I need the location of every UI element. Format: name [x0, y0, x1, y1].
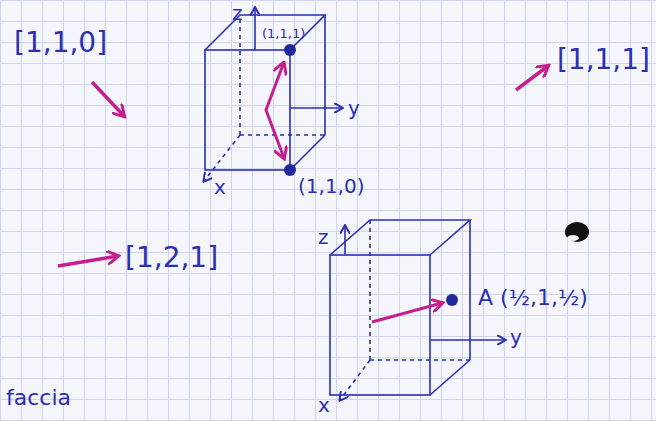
- axis-label: z: [232, 2, 243, 24]
- ink-blot: [565, 222, 589, 242]
- direction-arrow: [372, 303, 442, 322]
- unit-cell-cube: [204, 8, 342, 181]
- note: faccia: [6, 386, 71, 410]
- axis-label: y: [348, 97, 360, 119]
- pointer-arrow: [58, 66, 548, 266]
- lattice-point: [284, 44, 296, 56]
- ink-blot: [567, 235, 579, 241]
- axis-label: z: [318, 226, 329, 248]
- direction-arrow: [266, 62, 284, 158]
- point-label: A (½,1,½): [478, 286, 588, 310]
- direction-label: [1,2,1]: [125, 243, 218, 274]
- axis-label: x: [214, 176, 226, 198]
- point-label: (1,1,0): [298, 175, 365, 197]
- axis-label: x: [318, 394, 330, 416]
- point-label: (1,1,1): [262, 27, 305, 41]
- axis-label: y: [510, 326, 522, 348]
- lattice-point: [284, 164, 296, 176]
- point-a: [446, 294, 458, 306]
- direction-label: [1,1,1]: [557, 45, 650, 76]
- direction-label: [1,1,0]: [14, 28, 107, 59]
